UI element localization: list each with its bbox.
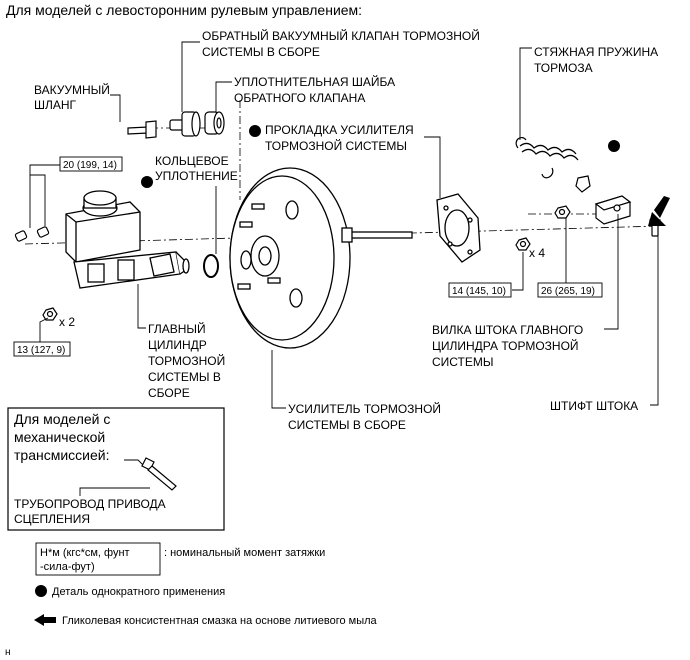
non-reusable-legend-icon <box>35 585 47 597</box>
svg-text:ГЛАВНЫЙ: ГЛАВНЫЙ <box>148 321 206 336</box>
push-rod-clevis <box>594 195 632 225</box>
svg-text:ВИЛКА ШТОКА ГЛАВНОГО: ВИЛКА ШТОКА ГЛАВНОГО <box>432 323 583 337</box>
svg-text:КОЛЬЦЕВОЕ: КОЛЬЦЕВОЕ <box>155 154 229 168</box>
brake-line-fittings <box>14 226 50 242</box>
svg-text:14 (145, 10): 14 (145, 10) <box>452 286 506 297</box>
master-cylinder <box>65 190 190 289</box>
check-valve <box>169 111 201 137</box>
svg-text:ШЛАНГ: ШЛАНГ <box>34 98 77 112</box>
label-o-ring: КОЛЬЦЕВОЕ УПЛОТНЕНИЕ <box>155 154 238 183</box>
grease-arrow-icon <box>648 196 670 226</box>
svg-text:: номинальный момент затяжки: : номинальный момент затяжки <box>164 547 325 559</box>
torque-box-14: 14 (145, 10) <box>448 282 512 298</box>
non-reusable-icon <box>249 125 261 137</box>
leader-lines <box>29 41 659 409</box>
svg-text:СЦЕПЛЕНИЯ: СЦЕПЛЕНИЯ <box>14 512 90 526</box>
booster-nut <box>515 237 531 251</box>
clutch-pipe <box>141 457 177 491</box>
svg-text:ЦИЛИНДРА ТОРМОЗНОЙ: ЦИЛИНДРА ТОРМОЗНОЙ <box>432 338 579 353</box>
label-vacuum-valve: ОБРАТНЫЙ ВАКУУМНЫЙ КЛАПАН ТОРМОЗНОЙ СИСТ… <box>202 28 480 59</box>
svg-text:ТОРМОЗА: ТОРМОЗА <box>534 61 593 75</box>
svg-text:ОБРАТНЫЙ ВАКУУМНЫЙ КЛАПАН ТОРМ: ОБРАТНЫЙ ВАКУУМНЫЙ КЛАПАН ТОРМОЗНОЙ <box>202 28 480 43</box>
torque-box-13: 13 (127, 9) <box>13 341 71 357</box>
qty-x2: x 2 <box>59 315 75 329</box>
brake-booster <box>229 167 413 349</box>
svg-text:ЦИЛИНДР: ЦИЛИНДР <box>148 338 207 352</box>
manual-transmission-box: Для моделей с механической трансмиссией:… <box>7 407 225 531</box>
label-booster: УСИЛИТЕЛЬ ТОРМОЗНОЙ СИСТЕМЫ В СБОРЕ <box>288 401 441 432</box>
svg-text:СИСТЕМЫ В СБОРЕ: СИСТЕМЫ В СБОРЕ <box>288 418 406 432</box>
booster-gasket <box>436 193 481 263</box>
label-return-spring: СТЯЖНАЯ ПРУЖИНА ТОРМОЗА <box>534 45 658 75</box>
cylinder-nut <box>42 307 58 321</box>
svg-text:трансмиссией:: трансмиссией: <box>14 447 109 463</box>
return-spring <box>515 136 579 179</box>
non-reusable-icon <box>141 176 153 188</box>
svg-text:СТЯЖНАЯ ПРУЖИНА: СТЯЖНАЯ ПРУЖИНА <box>534 45 658 59</box>
svg-text:механической: механической <box>14 429 105 445</box>
svg-text:Деталь однократного применения: Деталь однократного применения <box>52 586 225 598</box>
o-ring <box>203 254 219 278</box>
svg-text:ШТИФТ ШТОКА: ШТИФТ ШТОКА <box>550 399 638 413</box>
svg-text:ТОРМОЗНОЙ СИСТЕМЫ: ТОРМОЗНОЙ СИСТЕМЫ <box>265 138 407 153</box>
svg-text:УСИЛИТЕЛЬ ТОРМОЗНОЙ: УСИЛИТЕЛЬ ТОРМОЗНОЙ <box>288 401 441 416</box>
label-valve-washer: УПЛОТНИТЕЛЬНАЯ ШАЙБА ОБРАТНОГО КЛАПАНА <box>234 74 395 105</box>
svg-text:ПРОКЛАДКА УСИЛИТЕЛЯ: ПРОКЛАДКА УСИЛИТЕЛЯ <box>265 123 414 137</box>
svg-text:СИСТЕМЫ: СИСТЕМЫ <box>432 355 494 369</box>
svg-text:УПЛОТНИТЕЛЬНАЯ ШАЙБА: УПЛОТНИТЕЛЬНАЯ ШАЙБА <box>234 74 395 89</box>
label-master-cylinder: ГЛАВНЫЙ ЦИЛИНДР ТОРМОЗНОЙ СИСТЕМЫ В СБОР… <box>148 321 225 400</box>
svg-text:СИСТЕМЫ В СБОРЕ: СИСТЕМЫ В СБОРЕ <box>202 45 320 59</box>
svg-text:ОБРАТНОГО КЛАПАНА: ОБРАТНОГО КЛАПАНА <box>234 91 365 105</box>
label-clevis: ВИЛКА ШТОКА ГЛАВНОГО ЦИЛИНДРА ТОРМОЗНОЙ … <box>432 323 583 369</box>
label-booster-gasket: ПРОКЛАДКА УСИЛИТЕЛЯ ТОРМОЗНОЙ СИСТЕМЫ <box>265 123 414 153</box>
svg-text:ТОРМОЗНОЙ: ТОРМОЗНОЙ <box>148 353 225 368</box>
svg-text:20 (199, 14): 20 (199, 14) <box>63 160 117 171</box>
svg-text:ТРУБОПРОВОД ПРИВОДА: ТРУБОПРОВОД ПРИВОДА <box>14 497 166 511</box>
torque-box-26: 26 (265, 19) <box>537 282 603 298</box>
qty-x4: x 4 <box>529 246 545 260</box>
svg-text:СИСТЕМЫ В: СИСТЕМЫ В <box>148 370 221 384</box>
svg-text:26 (265, 19): 26 (265, 19) <box>541 286 595 297</box>
label-push-rod-pin: ШТИФТ ШТОКА <box>550 399 638 413</box>
svg-text:Н*м (кгс*см, фунт: Н*м (кгс*см, фунт <box>40 547 130 559</box>
svg-text:ВАКУУМНЫЙ: ВАКУУМНЫЙ <box>34 82 110 97</box>
vacuum-hose <box>127 120 157 139</box>
svg-text:13 (127, 9): 13 (127, 9) <box>17 345 65 356</box>
spring-clip <box>575 175 591 193</box>
svg-text:Гликолевая консистентная смазк: Гликолевая консистентная смазка на основ… <box>62 615 378 627</box>
valve-grommet <box>204 111 225 135</box>
svg-text:СБОРЕ: СБОРЕ <box>148 386 190 400</box>
diagram-header: Для моделей с левосторонним рулевым упра… <box>6 2 362 18</box>
torque-box-20: 20 (199, 14) <box>59 156 123 172</box>
clevis-lock-nut <box>554 205 571 219</box>
corner-mark: н <box>5 647 11 658</box>
svg-text:-сила-фут): -сила-фут) <box>40 561 95 573</box>
svg-text:Для моделей с: Для моделей с <box>14 411 110 427</box>
svg-text:УПЛОТНЕНИЕ: УПЛОТНЕНИЕ <box>155 169 238 183</box>
grease-legend-icon <box>34 614 56 626</box>
legend: Н*м (кгс*см, фунт -сила-фут) : номинальн… <box>34 542 378 627</box>
non-reusable-icon <box>608 140 620 152</box>
label-vacuum-hose: ВАКУУМНЫЙ ШЛАНГ <box>34 82 110 112</box>
